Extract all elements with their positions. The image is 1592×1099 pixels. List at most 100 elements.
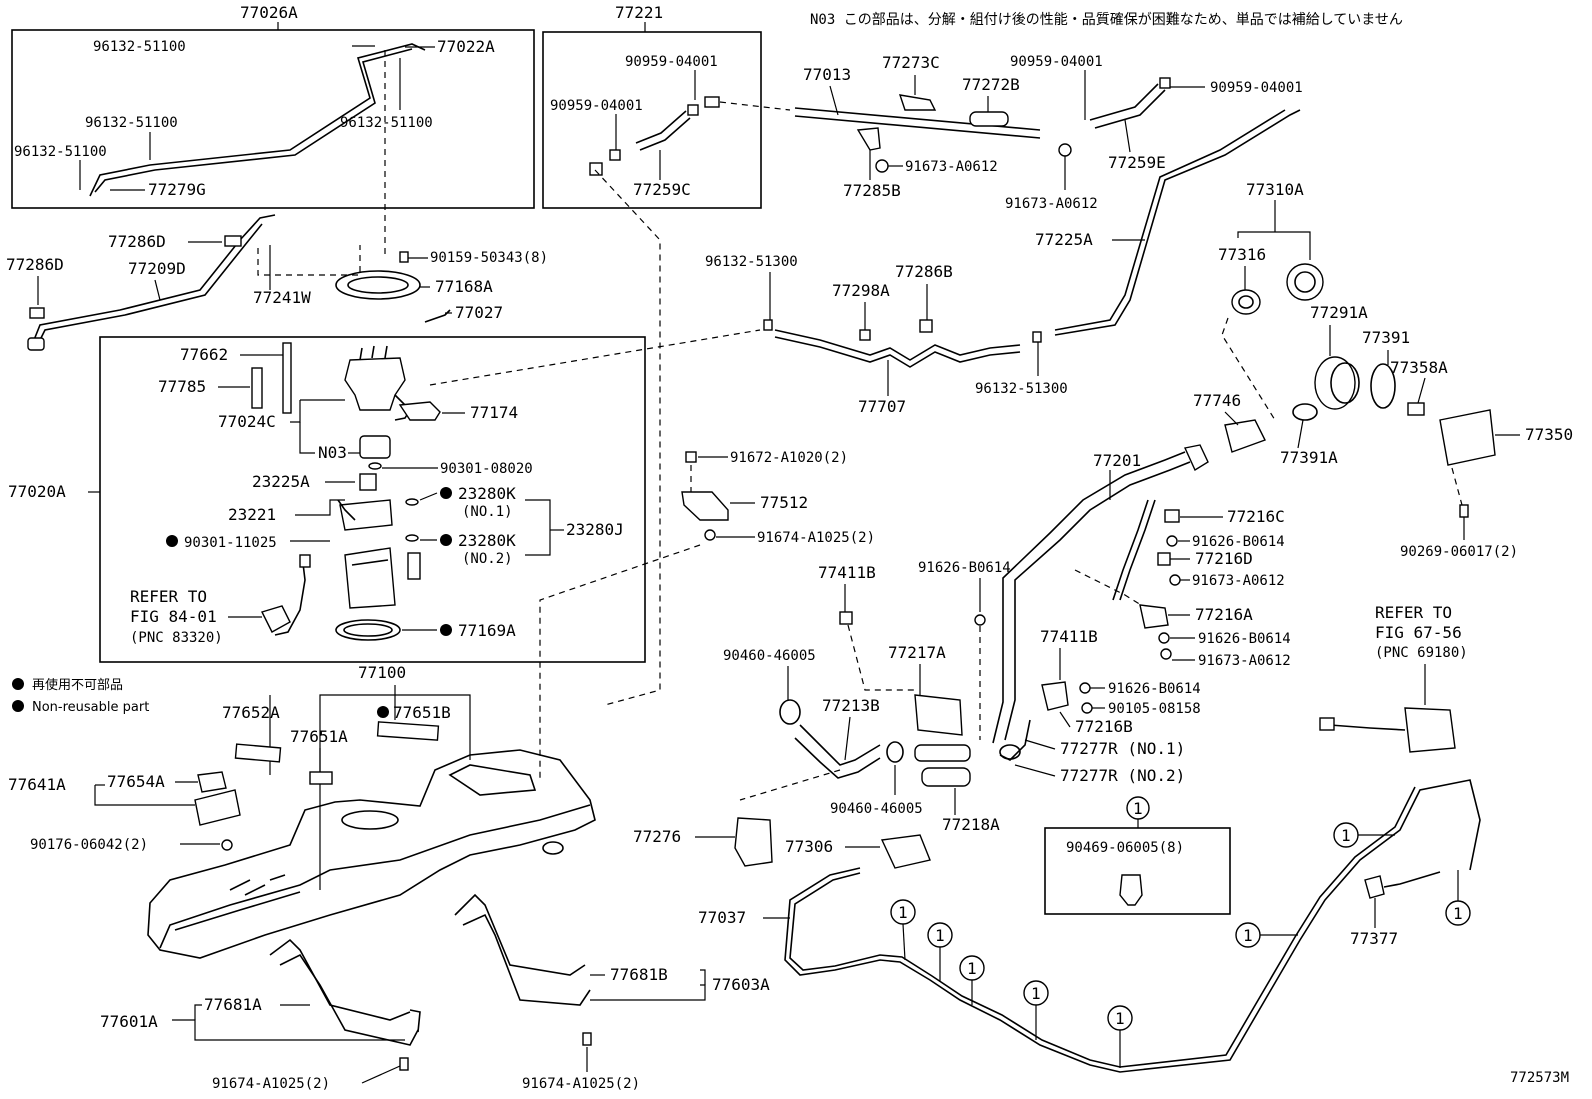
label-77601A[interactable]: 77601A xyxy=(100,1012,158,1031)
label-96132-51300-b[interactable]: 96132-51300 xyxy=(975,381,1068,397)
label-77641A[interactable]: 77641A xyxy=(8,775,66,794)
label-77286B[interactable]: 77286B xyxy=(895,262,953,281)
label-96132-51300-a[interactable]: 96132-51300 xyxy=(705,254,798,270)
label-96132-51100-mid[interactable]: 96132-51100 xyxy=(85,115,178,131)
label-77168A[interactable]: 77168A xyxy=(435,277,493,296)
label-91626-B0614-d[interactable]: 91626-B0614 xyxy=(1108,681,1201,697)
label-77225A[interactable]: 77225A xyxy=(1035,230,1093,249)
label-77306[interactable]: 77306 xyxy=(785,837,833,856)
label-77277R-no1[interactable]: 77277R (NO.1) xyxy=(1060,739,1185,758)
label-77218A[interactable]: 77218A xyxy=(942,815,1000,834)
label-23225A[interactable]: 23225A xyxy=(252,472,310,491)
label-77026A[interactable]: 77026A xyxy=(240,3,298,22)
label-77512[interactable]: 77512 xyxy=(760,493,808,512)
label-91626-B0614-a[interactable]: 91626-B0614 xyxy=(1192,534,1285,550)
label-77681B[interactable]: 77681B xyxy=(610,965,668,984)
label-77298A[interactable]: 77298A xyxy=(832,281,890,300)
label-90460-46005-a[interactable]: 90460-46005 xyxy=(723,648,816,664)
label-77272B[interactable]: 77272B xyxy=(962,75,1020,94)
label-77707[interactable]: 77707 xyxy=(858,397,906,416)
label-77652A[interactable]: 77652A xyxy=(222,703,280,722)
label-90959-04001-a[interactable]: 90959-04001 xyxy=(625,54,718,70)
label-90460-46005-b[interactable]: 90460-46005 xyxy=(830,801,923,817)
label-77022A[interactable]: 77022A xyxy=(437,37,495,56)
label-23280J[interactable]: 23280J xyxy=(566,520,624,539)
label-77411B-b[interactable]: 77411B xyxy=(1040,627,1098,646)
label-77216C[interactable]: 77216C xyxy=(1227,507,1285,526)
label-77316[interactable]: 77316 xyxy=(1218,245,1266,264)
label-23221[interactable]: 23221 xyxy=(228,505,276,524)
label-77391A[interactable]: 77391A xyxy=(1280,448,1338,467)
label-77603A[interactable]: 77603A xyxy=(712,975,770,994)
label-77651A[interactable]: 77651A xyxy=(290,727,348,746)
label-77201[interactable]: 77201 xyxy=(1093,451,1141,470)
label-77216A[interactable]: 77216A xyxy=(1195,605,1253,624)
label-90469-06005[interactable]: 90469-06005(8) xyxy=(1066,840,1184,856)
label-96132-51100-right[interactable]: 96132-51100 xyxy=(340,115,433,131)
label-77358A[interactable]: 77358A xyxy=(1390,358,1448,377)
label-91673-A0612-d[interactable]: 91673-A0612 xyxy=(1198,653,1291,669)
label-77279G[interactable]: 77279G xyxy=(148,180,206,199)
label-91673-A0612-c[interactable]: 91673-A0612 xyxy=(1192,573,1285,589)
label-77377[interactable]: 77377 xyxy=(1350,929,1398,948)
label-77310A[interactable]: 77310A xyxy=(1246,180,1304,199)
label-91674-A1025-b[interactable]: 91674-A1025(2) xyxy=(212,1076,330,1092)
label-91674-A1025-a[interactable]: 91674-A1025(2) xyxy=(757,530,875,546)
label-77276[interactable]: 77276 xyxy=(633,827,681,846)
refer-fig84-line2[interactable]: FIG 84-01 xyxy=(130,607,217,626)
label-90959-04001-c[interactable]: 90959-04001 xyxy=(1010,54,1103,70)
label-77169A[interactable]: 77169A xyxy=(458,621,516,640)
label-90301-11025[interactable]: 90301-11025 xyxy=(184,535,277,551)
label-77785[interactable]: 77785 xyxy=(158,377,206,396)
label-90959-04001-d[interactable]: 90959-04001 xyxy=(1210,80,1303,96)
label-77411B-a[interactable]: 77411B xyxy=(818,563,876,582)
label-77241W[interactable]: 77241W xyxy=(253,288,311,307)
label-77216B[interactable]: 77216B xyxy=(1075,717,1133,736)
label-77259E[interactable]: 77259E xyxy=(1108,153,1166,172)
label-91626-B0614-c[interactable]: 91626-B0614 xyxy=(918,560,1011,576)
label-77024C[interactable]: 77024C xyxy=(218,412,276,431)
label-77013[interactable]: 77013 xyxy=(803,65,851,84)
label-77174[interactable]: 77174 xyxy=(470,403,518,422)
label-90105-08158[interactable]: 90105-08158 xyxy=(1108,701,1201,717)
label-77746[interactable]: 77746 xyxy=(1193,391,1241,410)
label-91674-A1025-c[interactable]: 91674-A1025(2) xyxy=(522,1076,640,1092)
label-77273C[interactable]: 77273C xyxy=(882,53,940,72)
label-77037[interactable]: 77037 xyxy=(698,908,746,927)
label-77291A[interactable]: 77291A xyxy=(1310,303,1368,322)
label-77350[interactable]: 77350 xyxy=(1525,425,1573,444)
label-91672-A1020[interactable]: 91672-A1020(2) xyxy=(730,450,848,466)
label-23280K-no2[interactable]: 23280K xyxy=(458,531,516,550)
label-77681A[interactable]: 77681A xyxy=(204,995,262,1014)
label-77277R-no2[interactable]: 77277R (NO.2) xyxy=(1060,766,1185,785)
label-77020A[interactable]: 77020A xyxy=(8,482,66,501)
label-77662[interactable]: 77662 xyxy=(180,345,228,364)
label-91673-A0612-a[interactable]: 91673-A0612 xyxy=(905,159,998,175)
label-77221[interactable]: 77221 xyxy=(615,3,663,22)
label-77285B[interactable]: 77285B xyxy=(843,181,901,200)
label-90159-50343[interactable]: 90159-50343(8) xyxy=(430,250,548,266)
label-90176-06042[interactable]: 90176-06042(2) xyxy=(30,837,148,853)
label-96132-51100-top[interactable]: 96132-51100 xyxy=(93,39,186,55)
label-77216D[interactable]: 77216D xyxy=(1195,549,1253,568)
label-77259C[interactable]: 77259C xyxy=(633,180,691,199)
label-77100[interactable]: 77100 xyxy=(358,663,406,682)
refer-fig67-line2[interactable]: FIG 67-56 xyxy=(1375,623,1462,642)
label-77286D-a[interactable]: 77286D xyxy=(108,232,166,251)
label-N03[interactable]: N03 xyxy=(318,443,347,462)
label-77391[interactable]: 77391 xyxy=(1362,328,1410,347)
label-77651B[interactable]: 77651B xyxy=(393,703,451,722)
label-77217A[interactable]: 77217A xyxy=(888,643,946,662)
label-90959-04001-b[interactable]: 90959-04001 xyxy=(550,98,643,114)
label-77213B[interactable]: 77213B xyxy=(822,696,880,715)
label-90269-06017[interactable]: 90269-06017(2) xyxy=(1400,544,1518,560)
label-77654A[interactable]: 77654A xyxy=(107,772,165,791)
label-96132-51100-left[interactable]: 96132-51100 xyxy=(14,144,107,160)
label-77027[interactable]: 77027 xyxy=(455,303,503,322)
label-77209D[interactable]: 77209D xyxy=(128,259,186,278)
label-23280K-no1[interactable]: 23280K xyxy=(458,484,516,503)
label-90301-08020[interactable]: 90301-08020 xyxy=(440,461,533,477)
label-91626-B0614-b[interactable]: 91626-B0614 xyxy=(1198,631,1291,647)
label-77286D-b[interactable]: 77286D xyxy=(6,255,64,274)
label-91673-A0612-b[interactable]: 91673-A0612 xyxy=(1005,196,1098,212)
